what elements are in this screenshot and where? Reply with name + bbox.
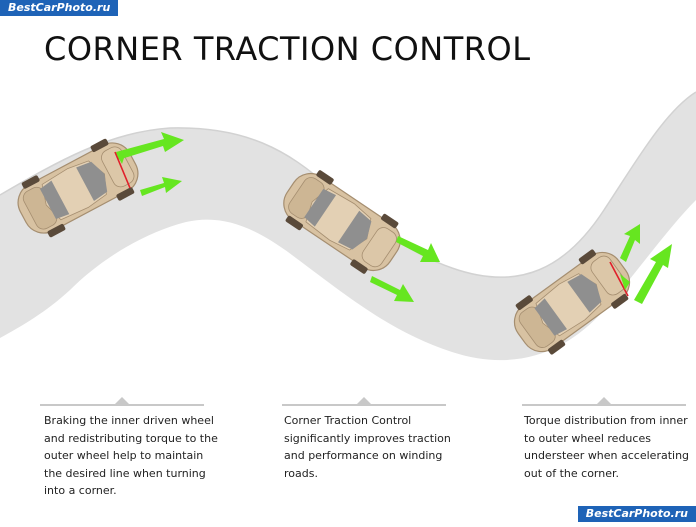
pointer-notch-icon xyxy=(357,397,371,404)
caption-divider xyxy=(522,404,686,406)
torque-arrow-icon xyxy=(370,276,414,302)
page-title: CORNER TRACTION CONTROL xyxy=(44,30,531,68)
torque-arrow-icon xyxy=(396,236,440,262)
pointer-notch-icon xyxy=(597,397,611,404)
torque-arrow-icon xyxy=(140,177,182,196)
caption-entering-corner: Braking the inner driven wheel and redis… xyxy=(44,414,218,497)
caption-divider xyxy=(40,404,204,406)
caption-mid-corner: Corner Traction Control significantly im… xyxy=(284,414,451,480)
brake-indicator-icon xyxy=(114,151,131,189)
brake-indicator-icon xyxy=(609,261,629,297)
watermark-top: BestCarPhoto.ru xyxy=(0,0,119,16)
torque-arrow-icon xyxy=(634,244,672,304)
pointer-notch-icon xyxy=(115,397,129,404)
torque-arrow-icon xyxy=(620,224,640,262)
torque-arrow-icon xyxy=(116,132,184,160)
caption-divider xyxy=(282,404,446,406)
caption-exiting-corner: Torque distribution from inner to outer … xyxy=(524,414,690,480)
watermark-bottom: BestCarPhoto.ru xyxy=(577,506,696,522)
